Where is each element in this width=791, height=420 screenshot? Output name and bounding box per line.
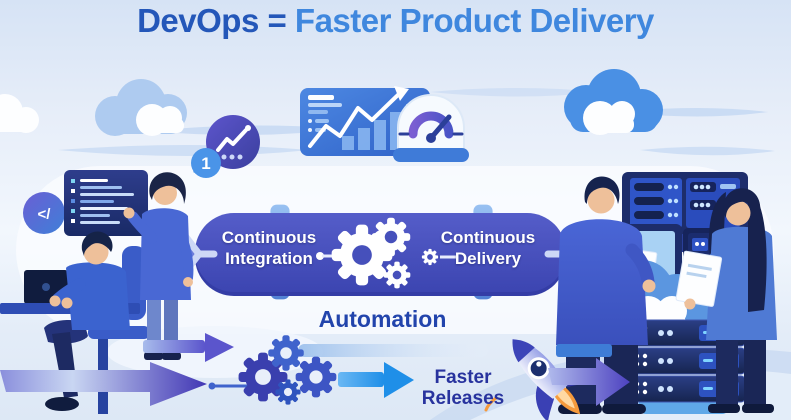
flow-arrows (0, 333, 630, 420)
arrow-big-left-icon (0, 362, 207, 406)
trend-badge-icon (206, 115, 260, 169)
ci-line1: Continuous (221, 228, 317, 247)
line-chart-icon (308, 86, 409, 148)
gear-cluster-banner (316, 217, 456, 289)
label-continuous-delivery: Continuous Delivery (412, 227, 564, 269)
title-dark-part: DevOps = (137, 2, 295, 39)
notification-badge: 1 (191, 148, 221, 178)
qa-engineer-standing (675, 188, 777, 413)
flame-spark (484, 396, 498, 412)
label-automation: Automation (318, 306, 447, 332)
developer-sitting (44, 231, 130, 411)
notification-count: 1 (201, 154, 210, 173)
cd-line1: Continuous (440, 228, 536, 247)
arrow-small-left-icon (143, 333, 234, 362)
code-badge-icon: </ (23, 192, 65, 234)
label-faster-releases: Faster Releases (400, 367, 526, 409)
code-glyph: </ (38, 206, 52, 223)
label-continuous-integration: Continuous Integration (193, 227, 345, 269)
title-light-part: Faster Product Delivery (294, 2, 654, 39)
pipeline-banner (126, 213, 644, 296)
arrow-to-servers-icon (548, 344, 630, 406)
arrow-cyan-icon (338, 362, 414, 398)
cd-line2: Delivery (454, 249, 522, 268)
page-title: DevOps = Faster Product Delivery (0, 2, 791, 40)
gauge-icon (393, 94, 469, 162)
code-editor-screen (64, 170, 148, 236)
faster-line1: Faster (434, 367, 492, 388)
gear-cluster-automation (208, 335, 337, 405)
cloud-left-edge-icon (0, 94, 39, 133)
flow-soft-bar (298, 344, 488, 357)
faster-line2: Releases (421, 388, 505, 409)
ci-line2: Integration (225, 249, 313, 268)
cloud-left-icon (95, 79, 187, 136)
cloud-right-icon (564, 69, 663, 135)
